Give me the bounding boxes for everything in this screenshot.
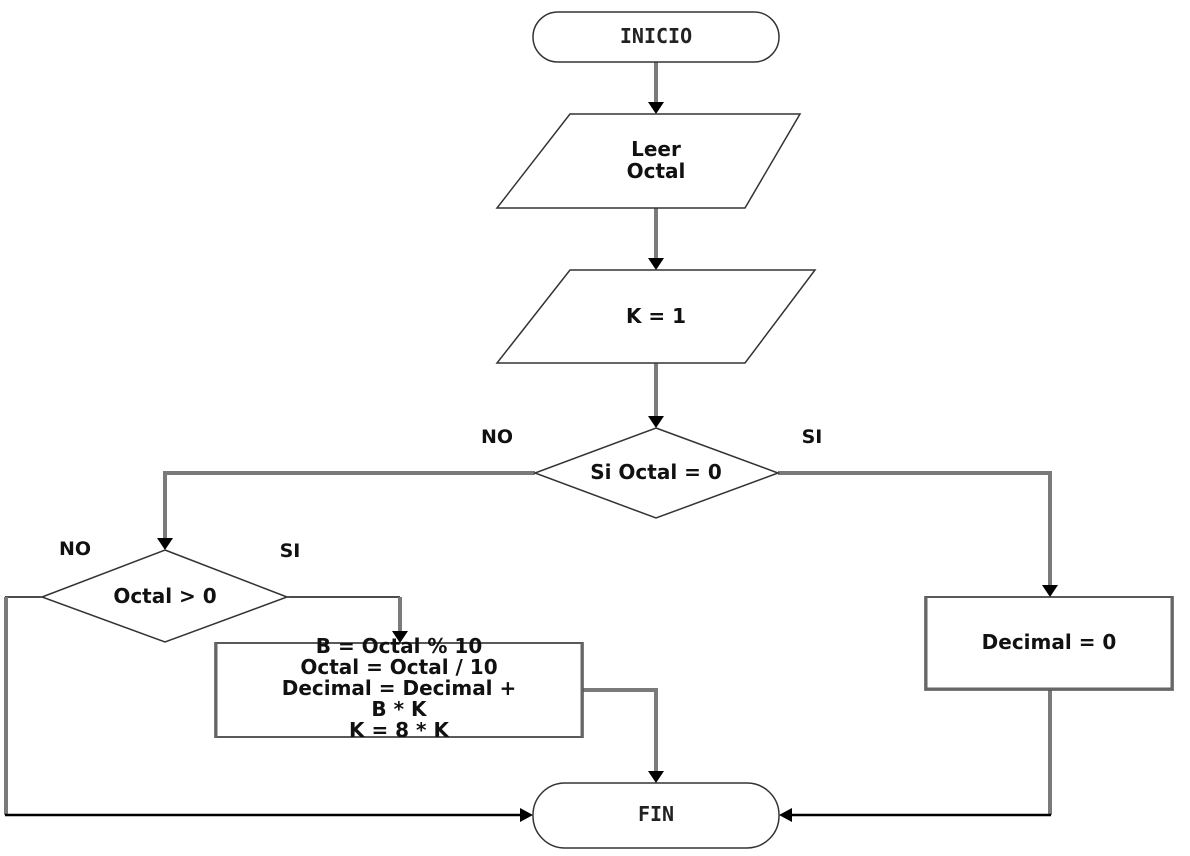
loop-line-4: B * K xyxy=(371,697,428,721)
node-check-positive: Octal > 0 NO SI xyxy=(39,538,301,643)
process-shape xyxy=(214,642,584,738)
process-shape xyxy=(924,596,1174,691)
loop-line-5: K = 8 * K xyxy=(349,718,450,742)
io-shape xyxy=(495,113,802,209)
arrow-down-icon xyxy=(648,102,664,114)
edge-loop-to-end xyxy=(583,688,658,773)
node-init-k: K = 1 xyxy=(495,269,817,364)
decision-shape xyxy=(532,427,781,519)
node-read-octal: Leer Octal xyxy=(495,113,802,209)
check-positive-label: Octal > 0 xyxy=(113,584,216,608)
io-shape xyxy=(495,269,817,364)
arrow-left-icon xyxy=(779,808,792,822)
loop-line-2: Octal = Octal / 10 xyxy=(300,655,497,679)
edge-check-zero-no xyxy=(163,471,535,540)
decision-shape xyxy=(39,549,290,643)
end-label: FIN xyxy=(638,802,674,826)
arrow-down-icon xyxy=(648,258,664,270)
init-k-label: K = 1 xyxy=(626,304,686,328)
start-label: INICIO xyxy=(620,24,692,48)
node-set-zero: Decimal = 0 xyxy=(924,596,1174,691)
check-zero-no-label: NO xyxy=(481,426,513,448)
arrow-down-icon xyxy=(392,631,408,643)
arrow-down-icon xyxy=(1042,585,1058,597)
node-loop-body: B = Octal % 10 Octal = Octal / 10 Decima… xyxy=(214,634,584,742)
terminal-shape xyxy=(532,782,780,849)
node-start: INICIO xyxy=(532,11,780,63)
arrow-down-icon xyxy=(157,538,173,550)
check-zero-label: Si Octal = 0 xyxy=(590,460,722,484)
node-check-zero: Si Octal = 0 NO SI xyxy=(481,426,823,519)
loop-line-3: Decimal = Decimal + xyxy=(282,676,517,700)
terminal-shape xyxy=(532,11,780,63)
check-positive-yes-label: SI xyxy=(280,540,301,562)
read-octal-line-2: Octal xyxy=(627,159,686,183)
loop-line-1: B = Octal % 10 xyxy=(316,634,483,658)
arrow-down-icon xyxy=(648,771,664,783)
arrowheads xyxy=(157,102,1058,822)
node-end: FIN xyxy=(532,782,780,849)
edge-check-zero-yes xyxy=(778,471,1052,587)
check-zero-yes-label: SI xyxy=(802,426,823,448)
connectors xyxy=(4,62,1052,817)
arrow-right-icon xyxy=(520,808,533,822)
check-positive-no-label: NO xyxy=(59,538,91,560)
read-octal-line-1: Leer xyxy=(631,137,681,161)
set-zero-label: Decimal = 0 xyxy=(982,630,1117,654)
arrow-down-icon xyxy=(648,416,664,428)
